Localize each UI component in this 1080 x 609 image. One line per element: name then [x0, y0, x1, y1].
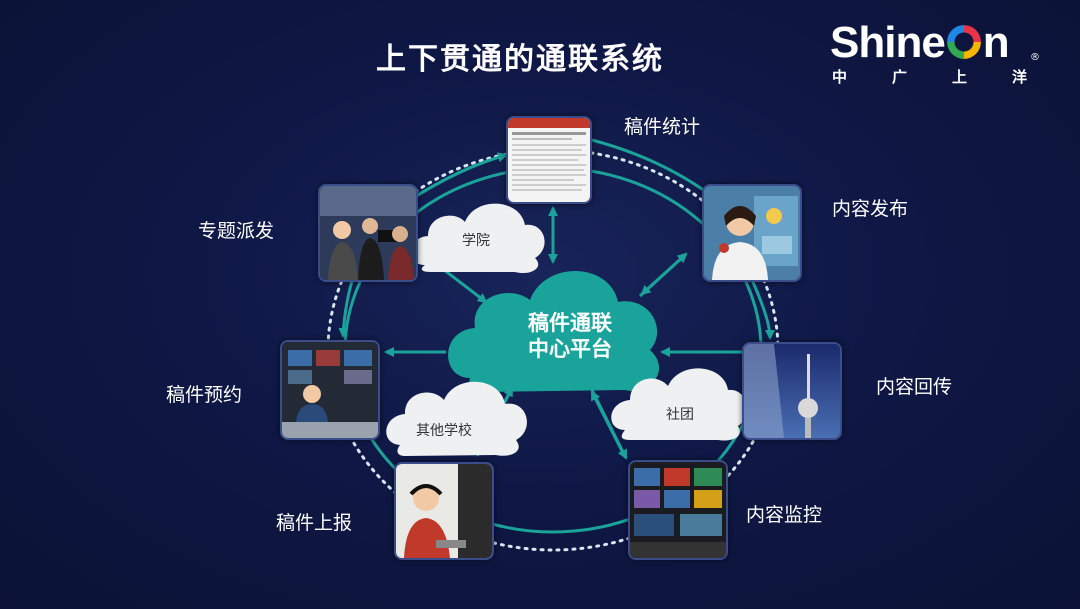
node-label-assign: 专题派发 — [198, 220, 275, 242]
center-cloud-shape — [448, 270, 660, 392]
cloud-shape-club — [611, 368, 748, 441]
cloud-label-academy: 学院 — [462, 233, 490, 249]
center-line-1: 稿件通联 — [528, 311, 612, 335]
center-line-2: 中心平台 — [528, 337, 612, 361]
logo-subtitle-char: 洋 — [1011, 68, 1027, 86]
reporters-photo — [318, 184, 418, 282]
cloud-shape-academy — [410, 203, 545, 274]
studio-headset-photo — [394, 462, 494, 560]
page-title: 上下贯通的通联系统 — [376, 42, 664, 77]
node-label-publish: 内容发布 — [832, 198, 909, 220]
logo-color-ring-icon — [946, 25, 981, 59]
ring-arrow-top-right — [591, 138, 714, 198]
logo-subtitle: 中 广 上 洋 — [832, 66, 1027, 87]
logo-subtitle-char: 中 — [832, 68, 848, 86]
monitoring-room-photo — [628, 460, 728, 560]
tv-tower-photo — [742, 342, 842, 440]
logo-registered-mark: ® — [1030, 52, 1040, 63]
node-label-reserve: 稿件预约 — [166, 384, 243, 406]
cloud-label-other-schools: 其他学校 — [416, 423, 472, 439]
node-label-stats: 稿件统计 — [624, 116, 701, 138]
cloud-label-club: 社团 — [666, 407, 694, 423]
logo-subtitle-char: 广 — [891, 68, 907, 86]
document-photo — [506, 116, 592, 204]
news-anchor-photo — [702, 184, 802, 282]
logo-subtitle-char: 上 — [951, 68, 967, 86]
spoke-arrow-lower-right-b — [590, 390, 626, 456]
cloud-shape-other-schools — [386, 381, 527, 456]
node-label-report: 稿件上报 — [276, 512, 353, 534]
node-label-return: 内容回传 — [876, 376, 953, 398]
spoke-arrow-upper-right-b — [640, 254, 686, 296]
ring-arrow-right — [750, 279, 775, 340]
node-label-monitor: 内容监控 — [746, 504, 823, 526]
center-platform-label: 稿件通联 中心平台 — [500, 310, 640, 362]
control-room-photo — [280, 340, 380, 440]
ring-arrow-top-left — [409, 152, 508, 202]
